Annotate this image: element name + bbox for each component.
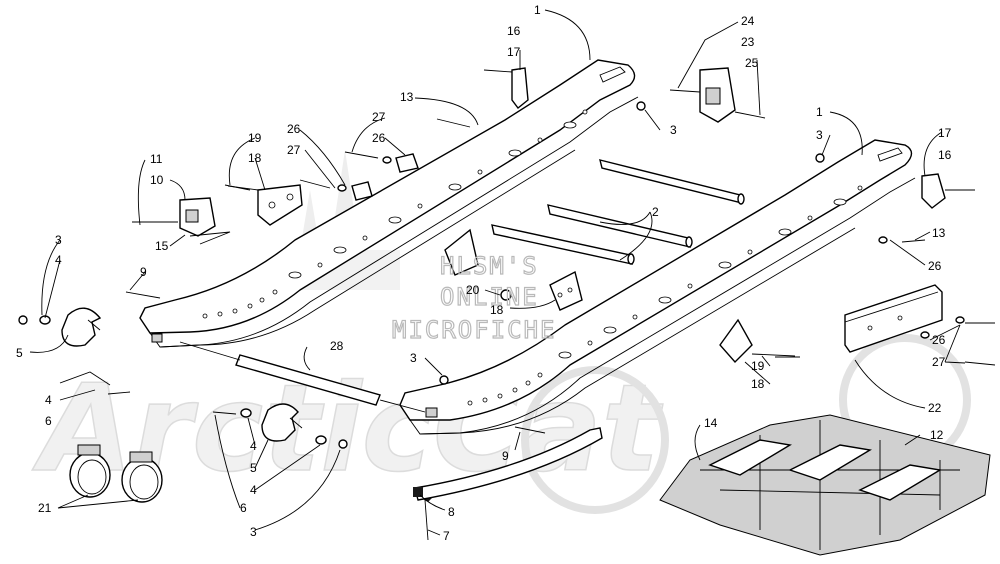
callout-14: 14 (704, 416, 718, 430)
watermark-line3: MICROFICHE (392, 316, 557, 344)
bar-22 (844, 284, 943, 353)
rear-shock-28 (179, 341, 426, 413)
left-rail-holes (202, 109, 588, 319)
callout-12: 12 (930, 428, 944, 442)
callout-17-right: 17 (938, 126, 952, 140)
callout-5-left: 5 (16, 346, 23, 360)
plate-18-right (719, 318, 796, 364)
bracket-17-top (483, 67, 529, 109)
callout-13-top: 13 (400, 90, 414, 104)
callout-11: 11 (150, 152, 163, 166)
callout-27-lower-right: 27 (932, 355, 946, 369)
track-14 (659, 414, 991, 556)
callout-3-left: 3 (55, 233, 62, 247)
callout-3-right: 3 (816, 128, 823, 142)
cross-shafts (491, 159, 745, 265)
callout-26-lower-right: 26 (932, 333, 946, 347)
callout-23: 23 (741, 35, 755, 49)
callout-16-right: 16 (938, 148, 952, 162)
callout-4-left-top: 4 (55, 253, 62, 267)
plate-18-center (444, 228, 583, 311)
clip-10 (132, 197, 231, 245)
callout-27-left: 27 (287, 143, 301, 157)
watermark-line2: ONLINE (440, 283, 539, 311)
callout-4-center-bottom: 4 (250, 483, 257, 497)
callout-19-left: 19 (248, 131, 262, 145)
callout-25: 25 (745, 56, 759, 70)
hose-clamps-21 (69, 444, 163, 503)
callout-4-left-bottom: 4 (45, 393, 52, 407)
callout-26-left: 26 (287, 122, 301, 136)
bolts (107, 118, 996, 541)
right-rail-holes (467, 185, 863, 406)
callout-19-right: 19 (751, 359, 765, 373)
wheel-5-left (39, 307, 102, 347)
washers (337, 153, 965, 339)
callout-7: 7 (443, 529, 450, 543)
callout-9-left: 9 (140, 265, 147, 279)
callout-4-center-top: 4 (250, 439, 257, 453)
callout-3-top: 3 (670, 123, 677, 137)
callout-17-top: 17 (507, 45, 521, 59)
left-slide-rail (139, 59, 639, 348)
bracket-17-right (921, 173, 975, 209)
callout-27-top: 27 (372, 110, 386, 124)
callout-18-right: 18 (751, 377, 765, 391)
callout-6-center: 6 (240, 501, 247, 515)
watermark-line1: HLSM'S (440, 252, 539, 280)
plate-18-left (227, 184, 303, 226)
callout-1-top-left: 1 (534, 3, 541, 17)
watermark-text: HLSM'S ONLINE MICROFICHE (391, 251, 557, 344)
callout-16-top: 16 (507, 24, 521, 38)
clip-23 (669, 67, 766, 123)
callout-10: 10 (150, 173, 164, 187)
callout-6-left: 6 (45, 414, 52, 428)
callout-8: 8 (448, 505, 455, 519)
wear-bar-8 (413, 427, 603, 501)
callout-3-bottom: 3 (250, 525, 257, 539)
callout-3-center: 3 (410, 351, 417, 365)
callout-15: 15 (155, 239, 169, 253)
callout-21: 21 (38, 501, 52, 515)
callout-labels: 1 16 17 24 23 25 13 27 26 3 1 3 17 16 19… (16, 3, 952, 543)
callout-24: 24 (741, 14, 755, 28)
callout-26-top: 26 (372, 131, 386, 145)
callout-28: 28 (330, 339, 344, 353)
right-slide-rail (399, 139, 916, 435)
callout-20: 20 (466, 283, 480, 297)
wheel-5-right (240, 403, 327, 445)
callout-13-right: 13 (932, 226, 946, 240)
leader-lines (29, 9, 966, 536)
callout-1-right: 1 (816, 105, 823, 119)
callout-18-center: 18 (490, 303, 504, 317)
callout-18-left: 18 (248, 151, 262, 165)
nuts (18, 101, 825, 449)
callout-5-center: 5 (250, 461, 257, 475)
callout-26-right: 26 (928, 259, 942, 273)
callout-2: 2 (652, 205, 659, 219)
callout-9-center: 9 (502, 449, 509, 463)
callout-22: 22 (928, 401, 942, 415)
